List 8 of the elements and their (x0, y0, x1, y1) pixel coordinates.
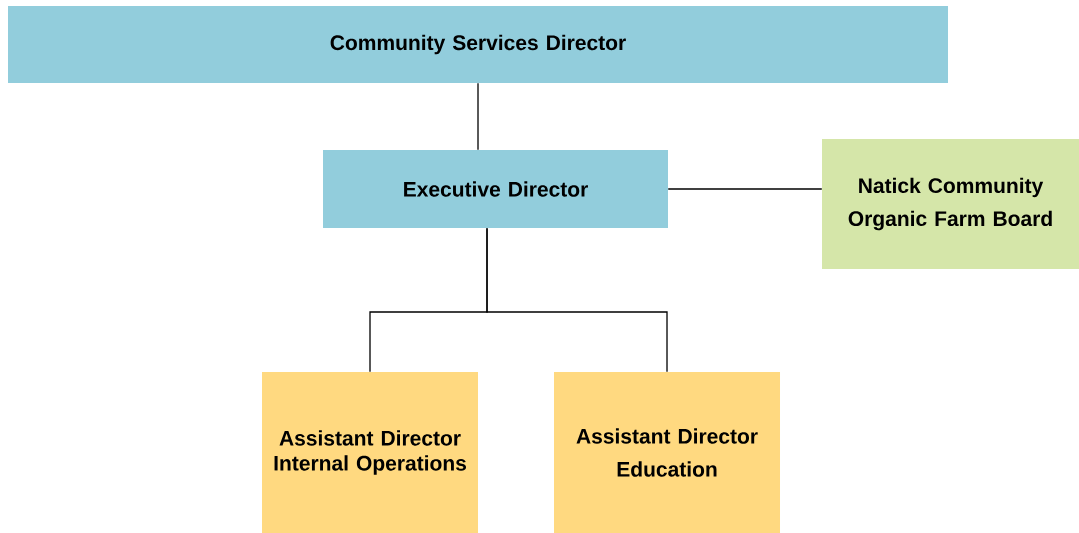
connector-line (667, 188, 823, 190)
connector-line (486, 227, 668, 373)
org-box: Natick Community Organic Farm Board (822, 139, 1079, 269)
org-box: Assistant Director Education (554, 372, 780, 533)
org-box: Assistant Director Internal Operations (262, 372, 478, 533)
connector-line (477, 82, 479, 151)
org-box: Community Services Director (8, 6, 948, 83)
org-box: Executive Director (323, 150, 668, 228)
